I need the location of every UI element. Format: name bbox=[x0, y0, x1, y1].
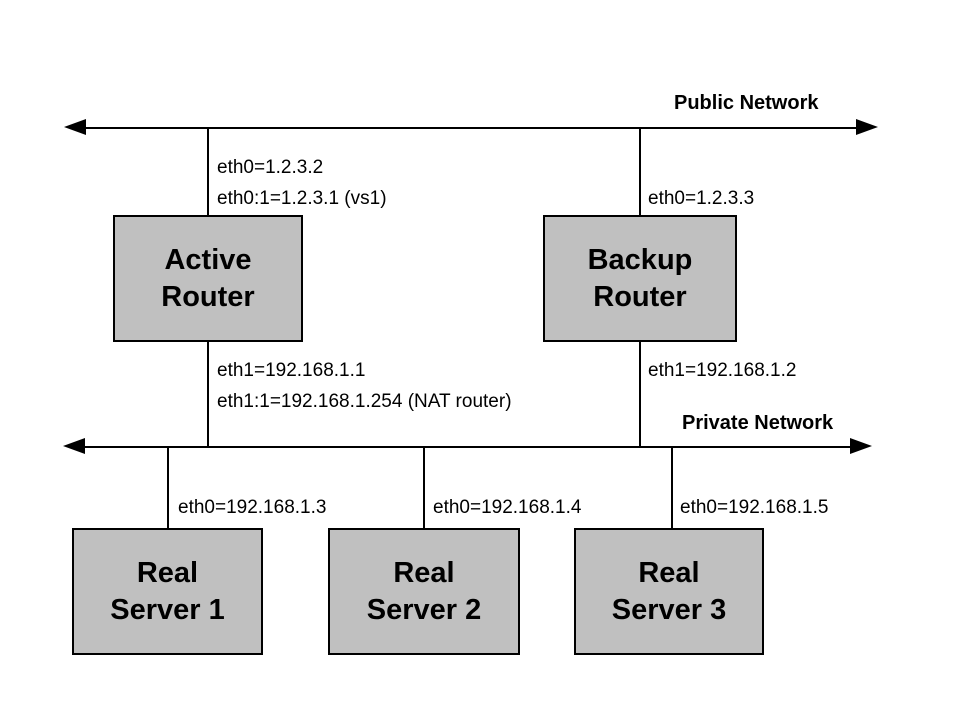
public-network-line bbox=[78, 127, 864, 129]
connector-public-to-backup-router bbox=[639, 128, 641, 215]
active-router-eth0-label: eth0=1.2.3.2 bbox=[217, 157, 324, 178]
active-router-eth1-alias-label: eth1:1=192.168.1.254 (NAT router) bbox=[217, 391, 512, 412]
real-server-2-node: Real Server 2 bbox=[328, 528, 520, 655]
private-network-right-arrow-icon bbox=[850, 438, 872, 454]
real-server-3-label-line2: Server 3 bbox=[611, 593, 727, 626]
private-network-line bbox=[77, 446, 858, 448]
connector-backup-router-to-private bbox=[639, 342, 641, 447]
connector-active-router-to-private bbox=[207, 342, 209, 447]
real-server-3-node: Real Server 3 bbox=[574, 528, 764, 655]
real-server-1-label-line1: Real bbox=[136, 557, 199, 590]
connector-private-to-real-server-1 bbox=[167, 447, 169, 528]
active-router-eth1-label: eth1=192.168.1.1 bbox=[217, 360, 366, 381]
connector-private-to-real-server-3 bbox=[671, 447, 673, 528]
real-server-2-label-line2: Server 2 bbox=[366, 593, 482, 626]
active-router-label-line2: Router bbox=[161, 280, 255, 313]
public-network-right-arrow-icon bbox=[856, 119, 878, 135]
active-router-node: Active Router bbox=[113, 215, 303, 342]
private-network-left-arrow-icon bbox=[63, 438, 85, 454]
connector-public-to-active-router bbox=[207, 128, 209, 215]
real-server-2-label-line1: Real bbox=[393, 557, 455, 590]
real-server-2-eth0-label: eth0=192.168.1.4 bbox=[433, 497, 582, 518]
connector-private-to-real-server-2 bbox=[423, 447, 425, 528]
real-server-1-eth0-label: eth0=192.168.1.3 bbox=[178, 497, 327, 518]
backup-router-label-line2: Router bbox=[593, 280, 687, 313]
real-server-1-label-line2: Server 1 bbox=[110, 593, 225, 626]
public-network-label: Public Network bbox=[674, 92, 819, 114]
backup-router-eth1-label: eth1=192.168.1.2 bbox=[648, 360, 797, 381]
real-server-1-node: Real Server 1 bbox=[72, 528, 263, 655]
backup-router-node: Backup Router bbox=[543, 215, 737, 342]
real-server-3-label-line1: Real bbox=[638, 557, 700, 590]
private-network-label: Private Network bbox=[682, 412, 834, 434]
active-router-label-line1: Active bbox=[164, 244, 252, 277]
real-server-3-eth0-label: eth0=192.168.1.5 bbox=[680, 497, 829, 518]
active-router-eth0-alias-label: eth0:1=1.2.3.1 (vs1) bbox=[217, 188, 387, 209]
public-network-left-arrow-icon bbox=[64, 119, 86, 135]
backup-router-label-line1: Backup bbox=[587, 244, 693, 277]
backup-router-eth0-label: eth0=1.2.3.3 bbox=[648, 188, 755, 209]
